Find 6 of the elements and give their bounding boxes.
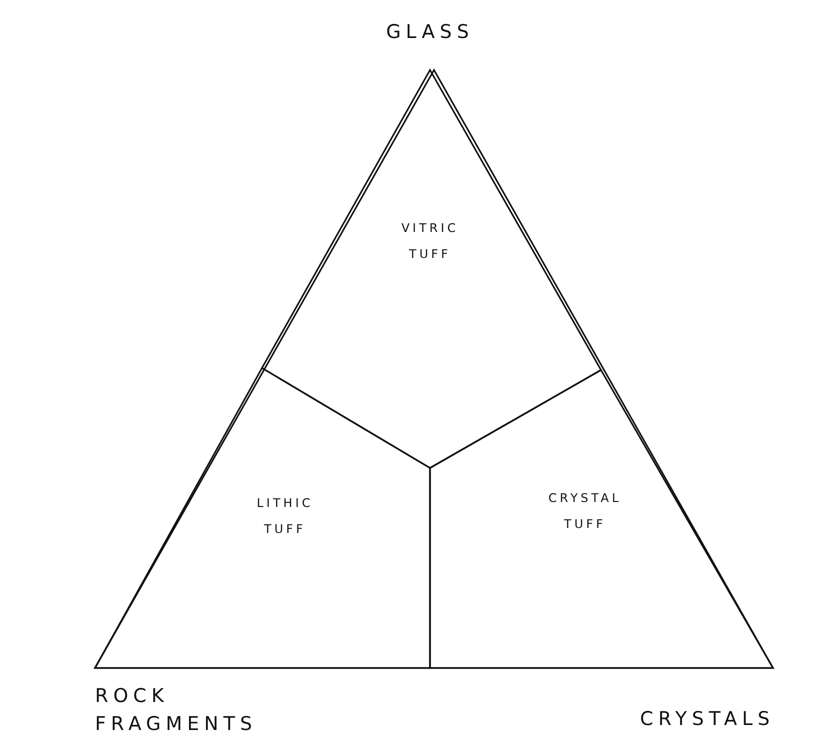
apex-label: ROCK FRAGMENTS: [95, 684, 258, 737]
apex-label: CRYSTALS: [640, 707, 776, 732]
apex-label: GLASS: [385, 20, 475, 45]
field-label: LITHIC TUFF: [256, 495, 314, 538]
field-label: VITRIC TUFF: [400, 220, 460, 263]
field-label: CRYSTAL TUFF: [547, 490, 623, 533]
